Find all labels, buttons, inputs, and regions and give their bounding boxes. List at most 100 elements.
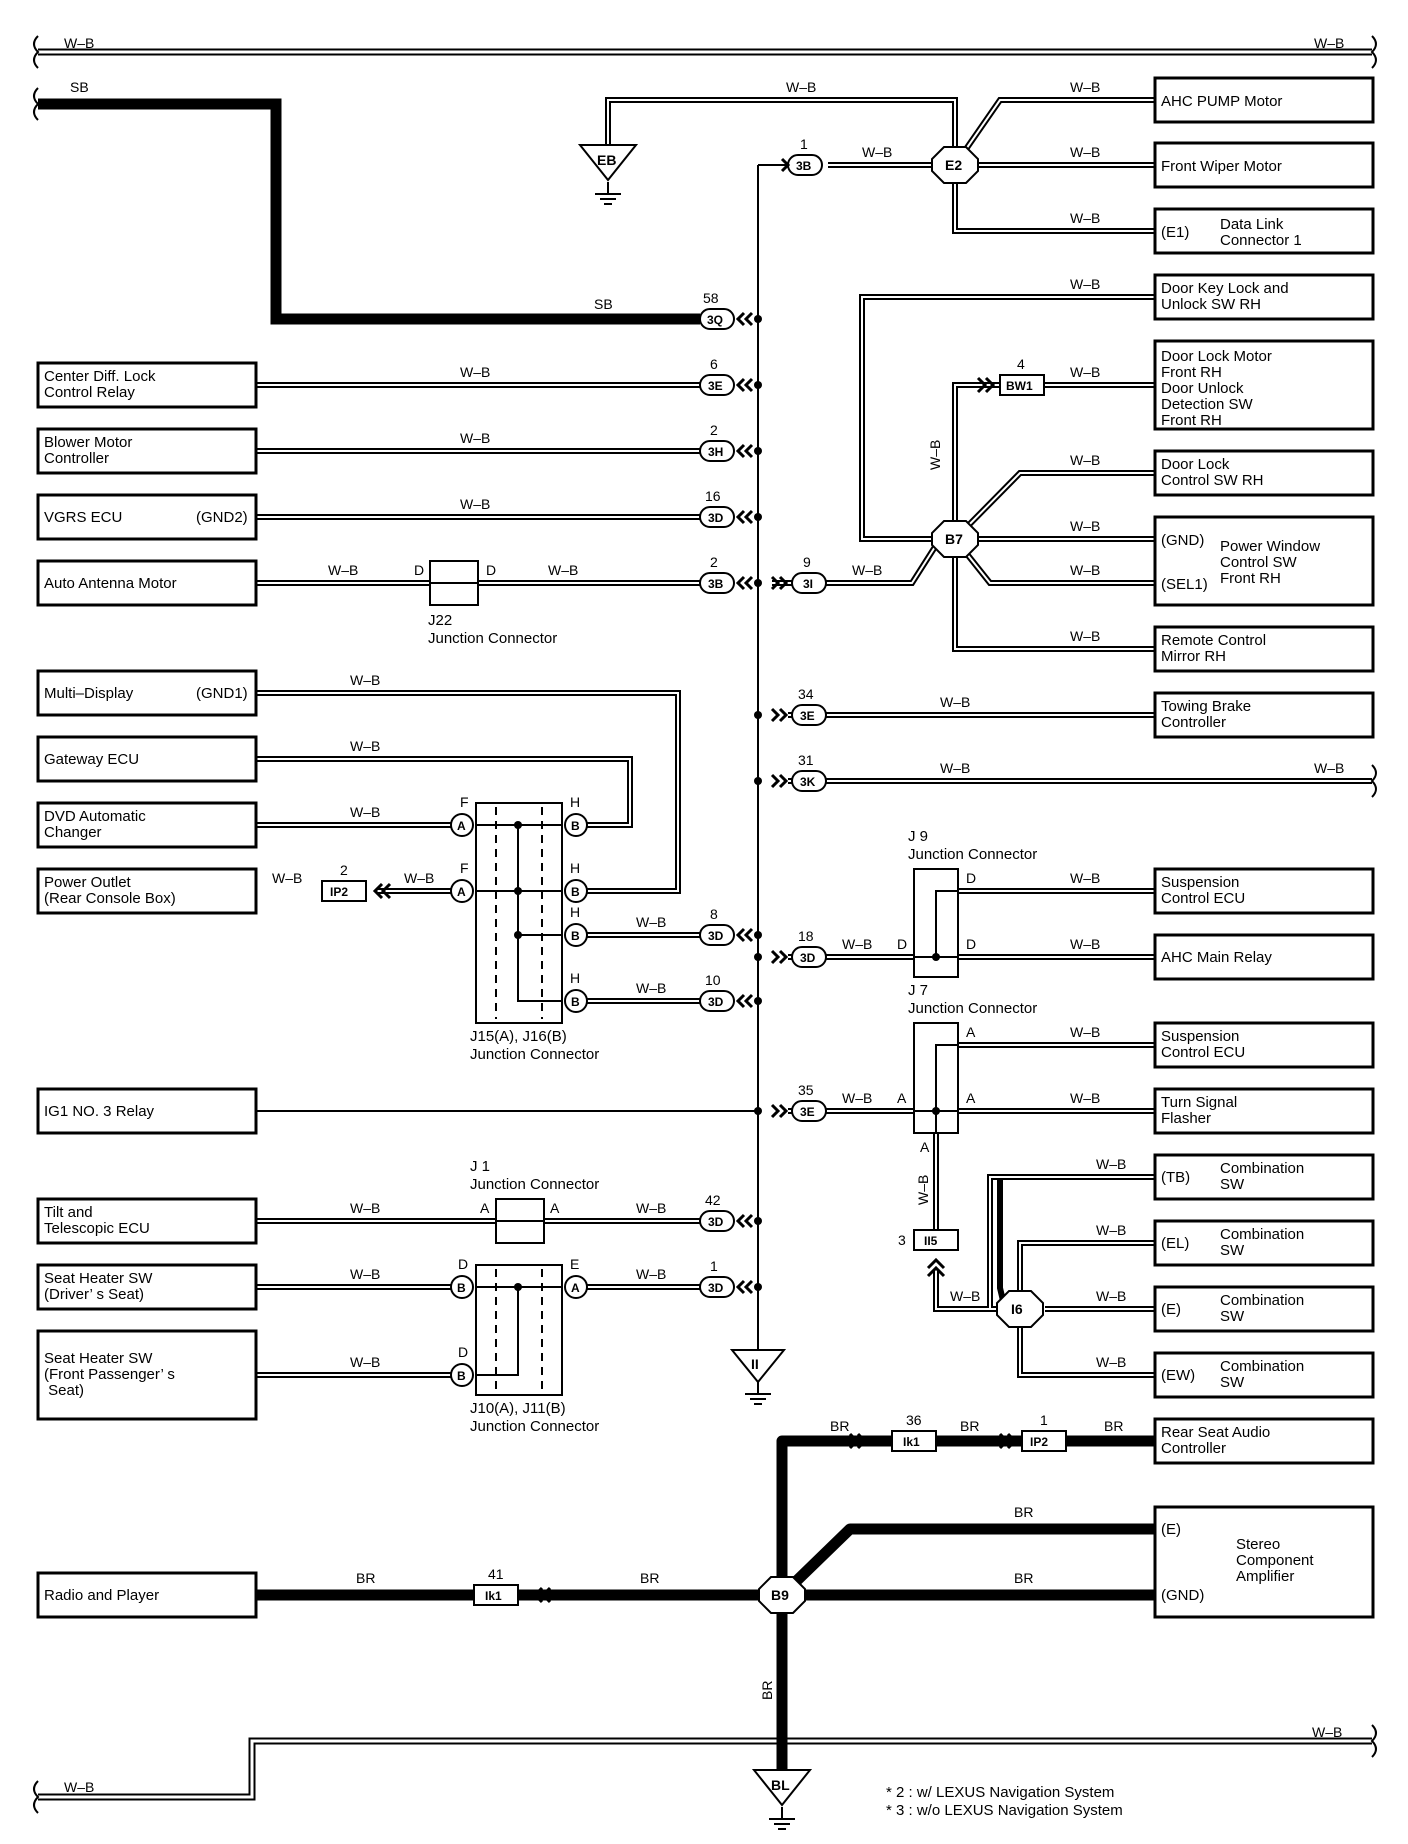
comb-tb-pin: (TB) (1161, 1169, 1190, 1186)
svg-text:D: D (897, 936, 907, 952)
b7-wire-vertical: W–B (927, 440, 943, 470)
j7-wire-3e: W–B (842, 1090, 872, 1106)
multi-display-label: Multi–Display (44, 685, 134, 702)
connector-chevrons (735, 157, 791, 1295)
b7-wire-doorlock: W–B (1070, 364, 1100, 380)
wire-tilt-1: W–B (350, 1200, 380, 1216)
svg-text:8: 8 (710, 906, 718, 922)
br-wire-e: BR (1014, 1504, 1033, 1520)
svg-text:3E: 3E (800, 1105, 815, 1119)
svg-text:D: D (458, 1256, 468, 1272)
svg-text:A: A (457, 885, 466, 899)
comb-el-pin: (EL) (1161, 1235, 1189, 1252)
br-wire-down: BR (759, 1681, 775, 1700)
svg-text:BW1: BW1 (1006, 379, 1033, 393)
wire-dvd: W–B (350, 804, 380, 820)
ahc-pump-label: AHC PUMP Motor (1161, 93, 1282, 110)
wire-3d-10: W–B (636, 980, 666, 996)
svg-text:IP2: IP2 (330, 885, 348, 899)
i6-wire-e: W–B (1096, 1288, 1126, 1304)
j1-label: J 1 (470, 1158, 490, 1175)
seat-passenger-label: Seat Heater SW(Front Passenger’ s Seat) (44, 1350, 175, 1399)
j9-wiring (958, 888, 1155, 960)
footnote-1: * 2 : w/ LEXUS Navigation System (886, 1784, 1114, 1801)
wire-multi: W–B (350, 672, 380, 688)
wire-blower: W–B (460, 430, 490, 446)
splice-b9: B9 (758, 1576, 806, 1614)
j15-junction-box (475, 802, 563, 1024)
j15-desc: Junction Connector (470, 1046, 599, 1063)
svg-text:B: B (571, 819, 580, 833)
svg-text:A: A (920, 1139, 930, 1155)
wire-3d-18: W–B (842, 936, 872, 952)
svg-text:B: B (571, 885, 580, 899)
svg-text:3D: 3D (708, 511, 724, 525)
j7-wire-1: W–B (1070, 1024, 1100, 1040)
svg-text:2: 2 (710, 554, 718, 570)
dlc-pin-label: (E1) (1161, 224, 1189, 241)
b7-wire-sel1: W–B (1070, 562, 1100, 578)
svg-text:BL: BL (771, 1777, 790, 1793)
svg-text:3H: 3H (708, 445, 723, 459)
svg-text:D: D (966, 936, 976, 952)
radio-label: Radio and Player (44, 1587, 159, 1604)
right-component-boxes (1153, 76, 1375, 1619)
svg-text:A: A (966, 1090, 976, 1106)
svg-text:B: B (571, 995, 580, 1009)
ip2-left-connector: IP2 2 (321, 862, 392, 902)
sb-wire (33, 87, 700, 325)
svg-text:3B: 3B (796, 159, 812, 173)
svg-text:D: D (458, 1344, 468, 1360)
ii5-connector: II5 3 (898, 1229, 959, 1278)
gateway-label: Gateway ECU (44, 751, 139, 768)
svg-text:3K: 3K (800, 775, 816, 789)
svg-text:H: H (570, 794, 580, 810)
svg-text:IP2: IP2 (1030, 1435, 1048, 1449)
bottom-wb-bus (33, 1724, 1377, 1814)
wire-vgrs: W–B (460, 496, 490, 512)
b7-wire-mirror: W–B (1070, 628, 1100, 644)
svg-text:H: H (570, 860, 580, 876)
br-wire-up3: BR (1104, 1418, 1123, 1434)
pw-pin2-label: (SEL1) (1161, 576, 1208, 593)
ik1-41-connector: Ik1 41 (473, 1566, 552, 1606)
splice-i6: I6 (996, 1290, 1044, 1328)
wire-tilt-2: W–B (636, 1200, 666, 1216)
wire-antenna-2: W–B (548, 562, 578, 578)
svg-text:36: 36 (906, 1412, 922, 1428)
svg-text:B9: B9 (771, 1587, 789, 1603)
vgrs-pin-label: (GND2) (196, 509, 248, 526)
j7-label: J 7 (908, 982, 928, 999)
splice-e2: E2 (931, 146, 979, 184)
svg-text:D: D (414, 562, 424, 578)
ip2-right-connector: IP2 1 (998, 1412, 1067, 1452)
j7-wire-vertical: W–B (915, 1175, 931, 1205)
j7-junction-box (913, 1022, 959, 1134)
svg-text:A: A (897, 1090, 907, 1106)
sb-label-left: SB (70, 79, 89, 95)
eb-wire-label: W–B (786, 79, 816, 95)
j15-label: J15(A), J16(B) (470, 1028, 567, 1045)
ground-bl: BL (751, 1769, 813, 1830)
svg-text:1: 1 (710, 1258, 718, 1274)
connector-pills (699, 154, 827, 1298)
svg-text:F: F (460, 860, 469, 876)
wire-towing: W–B (940, 694, 970, 710)
br-wire-radio: BR (356, 1570, 375, 1586)
splice-b7: B7 (931, 520, 979, 558)
vgrs-label: VGRS ECU (44, 509, 122, 526)
svg-text:B7: B7 (945, 531, 963, 547)
svg-text:3D: 3D (800, 951, 816, 965)
sb-label-mid: SB (594, 296, 613, 312)
svg-text:A: A (571, 1281, 580, 1295)
svg-text:3I: 3I (803, 577, 813, 591)
svg-text:3: 3 (898, 1232, 906, 1248)
svg-text:Ik1: Ik1 (485, 1589, 502, 1603)
svg-text:A: A (966, 1024, 976, 1040)
